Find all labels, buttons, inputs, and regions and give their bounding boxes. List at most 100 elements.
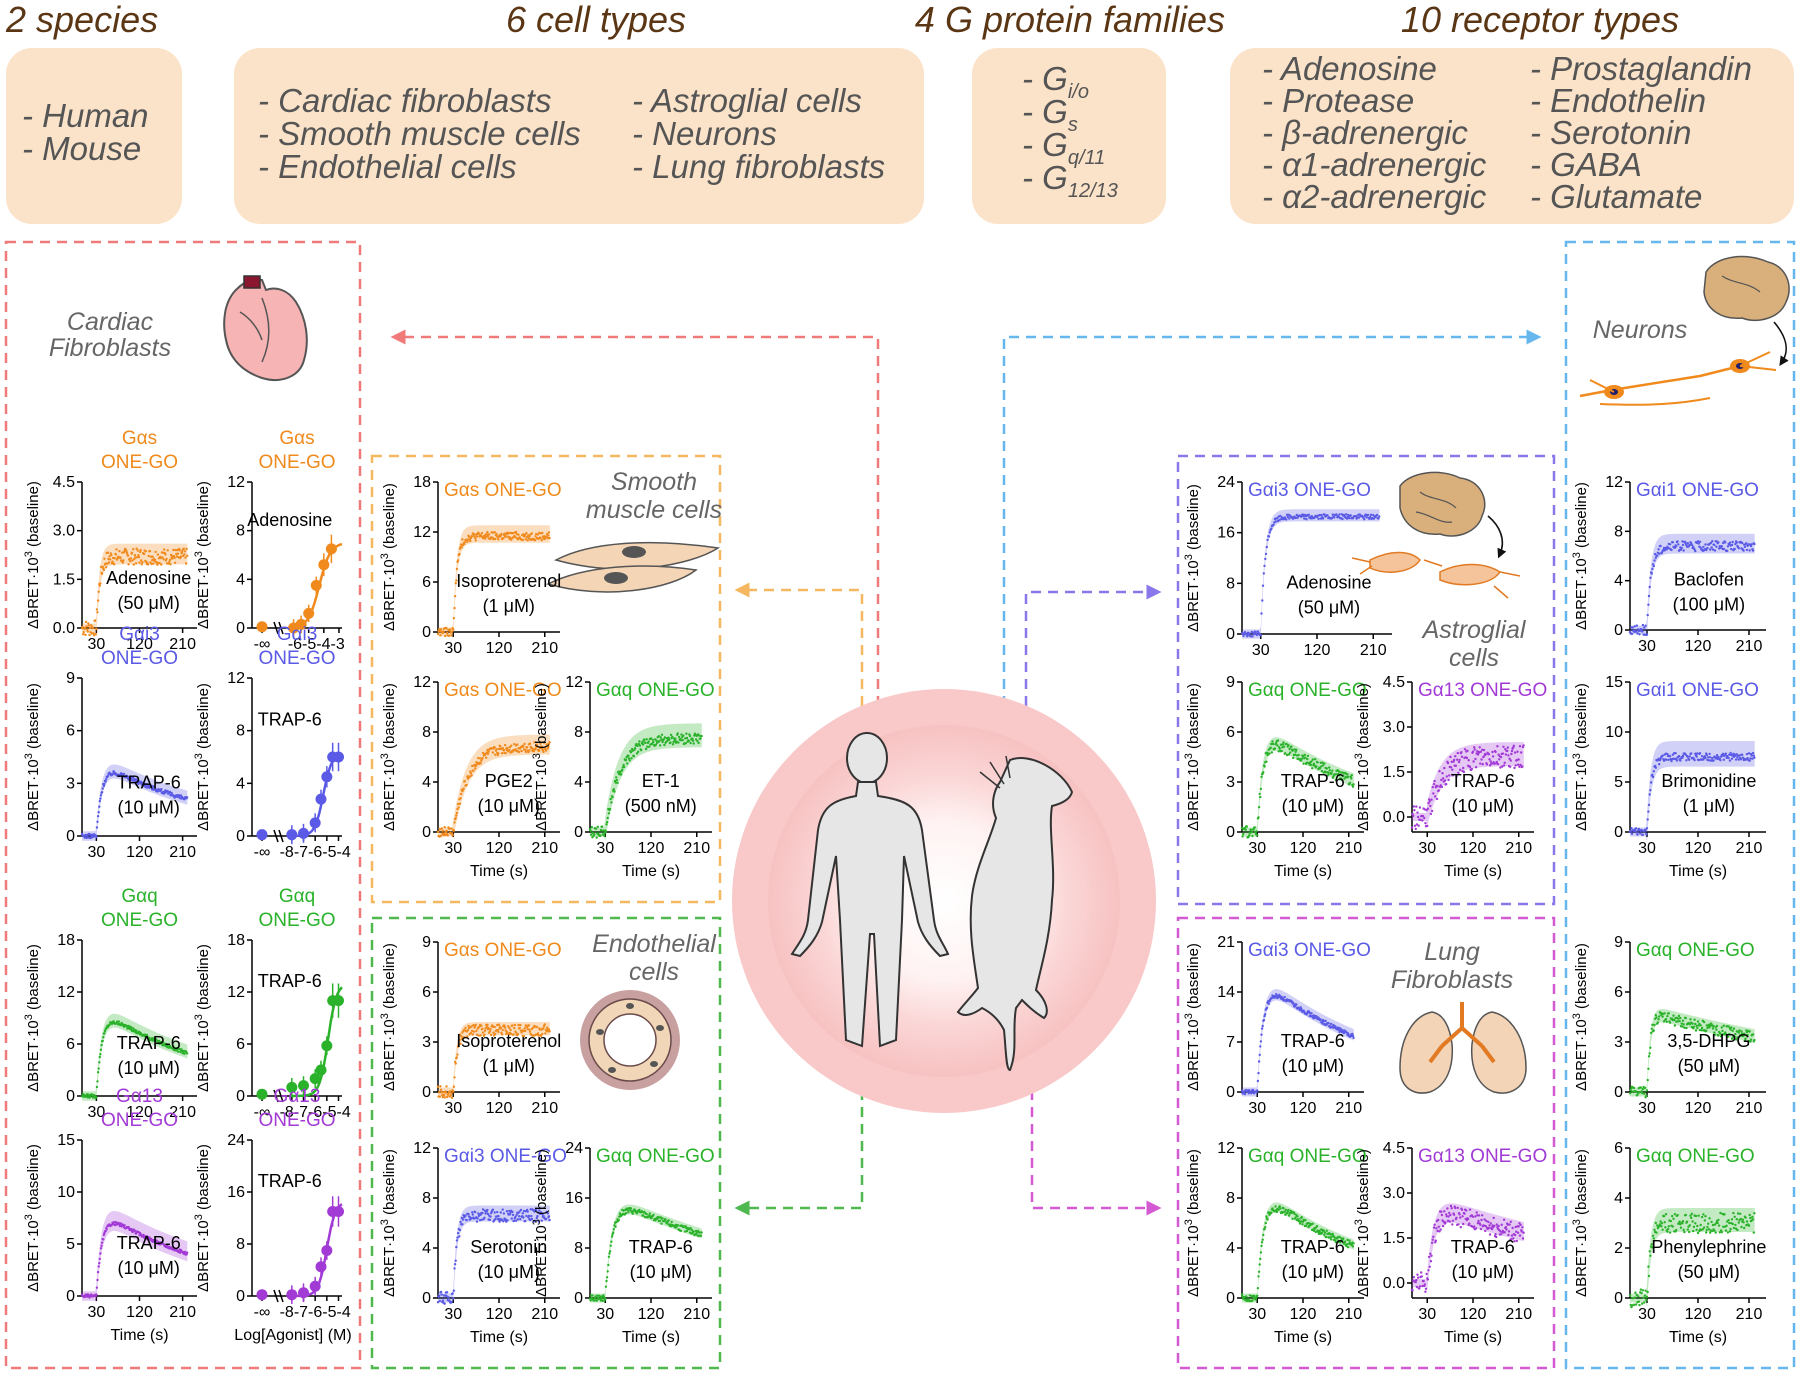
trace-point bbox=[685, 1229, 689, 1233]
y-tick-label: 4 bbox=[1614, 573, 1623, 590]
sem-band bbox=[438, 1205, 550, 1304]
trace-point bbox=[1507, 754, 1510, 757]
y-tick-label: 24 bbox=[227, 1132, 245, 1149]
trace-point bbox=[1722, 547, 1726, 551]
trace-point bbox=[1660, 1225, 1663, 1228]
trace-point bbox=[1750, 754, 1753, 757]
trace-point bbox=[535, 743, 538, 746]
y-tick-label: 0 bbox=[66, 828, 75, 845]
trace-point bbox=[438, 1299, 441, 1303]
trace-point bbox=[518, 1026, 521, 1030]
vehicle-point bbox=[256, 621, 268, 633]
trace-point bbox=[1745, 1220, 1749, 1223]
trace-point bbox=[1638, 1303, 1641, 1307]
trace-point bbox=[163, 548, 166, 551]
trace-point bbox=[1276, 739, 1280, 742]
drug-annotation: PGE2 bbox=[485, 771, 533, 791]
trace-point bbox=[1751, 549, 1755, 552]
trace-point bbox=[1715, 545, 1718, 548]
x-tick-label: 30 bbox=[1248, 1100, 1266, 1117]
trace-point bbox=[534, 535, 537, 538]
trace-point bbox=[450, 1301, 453, 1304]
trace-point bbox=[667, 1219, 670, 1222]
astroglial-region-title: Astroglial bbox=[1421, 616, 1527, 644]
trace-point bbox=[546, 537, 549, 540]
y-axis-label: ΔBRET·103 (baseline) bbox=[193, 481, 212, 629]
cell-item-astroglial: - Astroglial cells bbox=[632, 82, 862, 119]
x-tick-label: 120 bbox=[126, 1104, 153, 1121]
trace-point bbox=[1437, 789, 1441, 792]
trace-point bbox=[186, 554, 189, 557]
trace-point bbox=[523, 742, 526, 746]
y-axis-label: ΔBRET·103 (baseline) bbox=[23, 944, 42, 1092]
trace-point bbox=[641, 743, 645, 746]
trace-point bbox=[1751, 1215, 1754, 1219]
panel-subtitle: ONE-GO bbox=[101, 1110, 178, 1131]
panel-title: Gαs ONE-GO bbox=[444, 940, 562, 961]
trace-point bbox=[513, 1026, 516, 1030]
trace-point bbox=[1641, 630, 1644, 633]
trace-point bbox=[1748, 1213, 1751, 1217]
trace-point bbox=[1713, 549, 1717, 552]
trace-point bbox=[142, 1233, 145, 1237]
sem-band bbox=[590, 1204, 702, 1303]
trace-point bbox=[1646, 1290, 1649, 1294]
trace-point bbox=[476, 1217, 479, 1220]
y-tick-label: 8 bbox=[236, 723, 245, 740]
trace-point bbox=[1450, 1207, 1453, 1210]
trace-point bbox=[491, 531, 494, 534]
trace-point bbox=[663, 743, 666, 747]
trace-point bbox=[505, 1210, 509, 1213]
trace-point bbox=[548, 536, 551, 540]
trace-point bbox=[1437, 1225, 1441, 1229]
trace-point bbox=[493, 1025, 496, 1029]
trace-point bbox=[1351, 785, 1355, 788]
trace-point bbox=[484, 1212, 487, 1215]
trace-point bbox=[1645, 1089, 1649, 1092]
y-tick-label: 0 bbox=[1226, 1290, 1235, 1307]
trace-point bbox=[1712, 759, 1715, 762]
trace-point bbox=[626, 1208, 629, 1212]
axis-break bbox=[273, 1089, 279, 1103]
trace-point bbox=[101, 1039, 104, 1043]
trace-point bbox=[130, 551, 134, 554]
panel-title: Gαq bbox=[279, 886, 315, 907]
y-tick-label: 3 bbox=[1614, 1034, 1623, 1051]
x-axis-label: Time (s) bbox=[1669, 863, 1727, 880]
trace-point bbox=[1724, 1229, 1728, 1232]
trace-point bbox=[512, 1033, 515, 1036]
trace-points bbox=[1240, 513, 1381, 638]
trace-point bbox=[697, 741, 700, 745]
trace-point bbox=[1349, 514, 1352, 517]
trace-point bbox=[1753, 1212, 1756, 1215]
trace-point bbox=[1656, 554, 1659, 557]
trace-point bbox=[463, 541, 466, 544]
trace-point bbox=[623, 765, 626, 769]
trace-point bbox=[596, 1294, 599, 1297]
trace-point bbox=[1665, 1020, 1668, 1023]
trace-point bbox=[113, 563, 116, 566]
trace-point bbox=[1422, 1279, 1425, 1283]
x-tick-label: 120 bbox=[126, 1304, 153, 1321]
trace-point bbox=[606, 1270, 609, 1273]
trace-point bbox=[1653, 1228, 1656, 1232]
trace-point bbox=[1333, 516, 1336, 519]
trace-point bbox=[452, 628, 455, 631]
trace-point bbox=[1634, 1090, 1638, 1093]
trace-point bbox=[1674, 752, 1677, 755]
drug-annotation: TRAP-6 bbox=[117, 1033, 181, 1053]
panel-title: Gαi3 ONE-GO bbox=[1248, 940, 1371, 961]
trace-point bbox=[1681, 754, 1685, 758]
x-tick-label: 210 bbox=[531, 640, 558, 657]
trace-point bbox=[123, 1224, 126, 1227]
trace-point bbox=[1648, 793, 1651, 796]
axis-break bbox=[273, 1289, 279, 1303]
trace-point bbox=[141, 561, 144, 564]
trace-point bbox=[1667, 1225, 1671, 1228]
trace-point bbox=[121, 561, 125, 564]
y-tick-label: 12 bbox=[1217, 1140, 1235, 1157]
trace-points bbox=[436, 530, 551, 638]
trace-points bbox=[588, 1207, 703, 1303]
trace-point bbox=[1506, 746, 1510, 749]
